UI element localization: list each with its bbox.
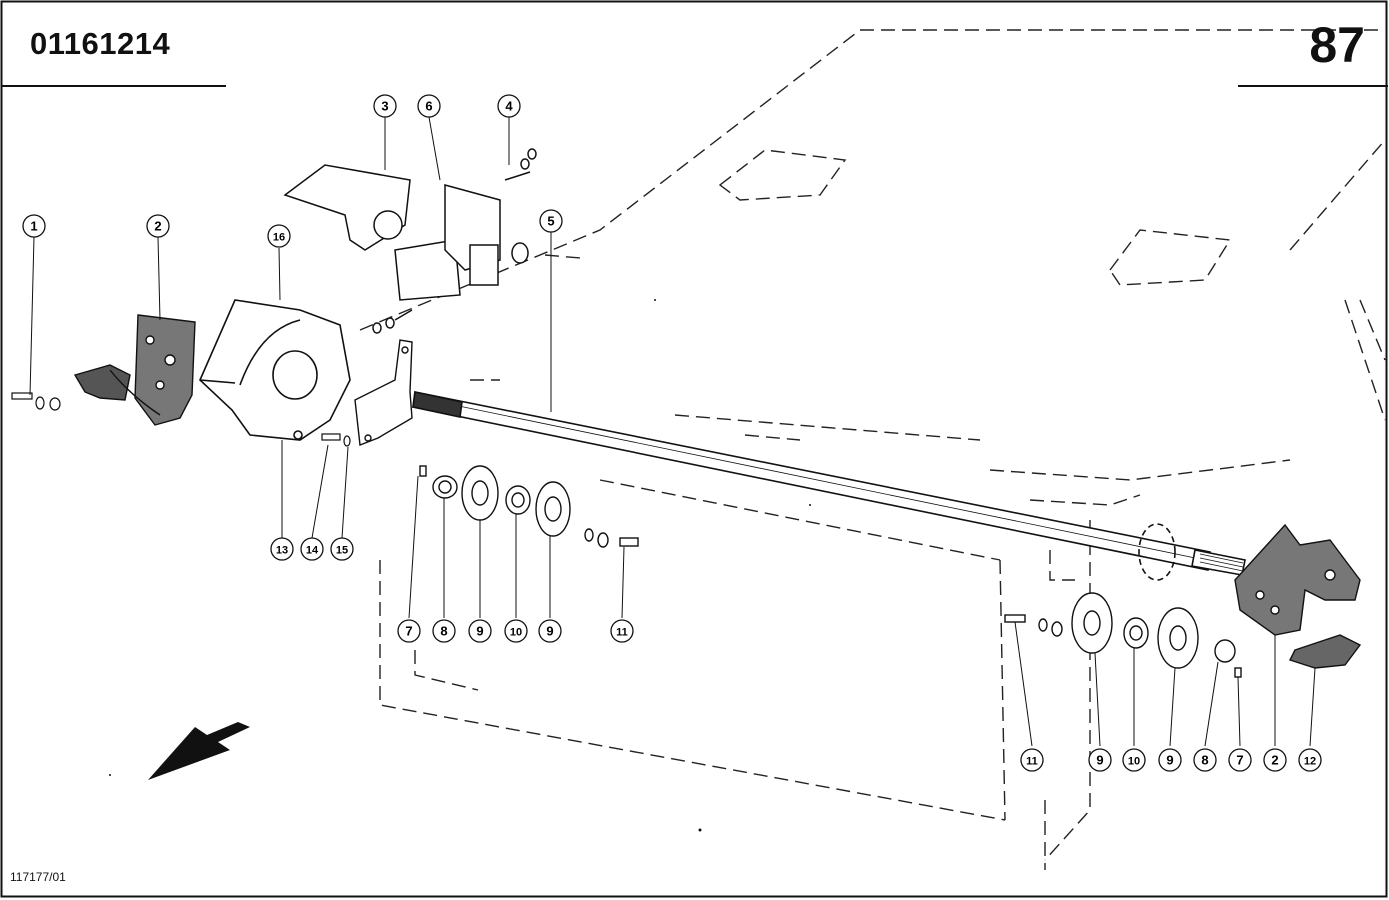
callout-bubble: 9 bbox=[1158, 748, 1182, 772]
machine-body-outline bbox=[359, 29, 1386, 870]
part-number: 01161214 bbox=[30, 26, 171, 61]
callout-label: 11 bbox=[616, 627, 628, 639]
callout-bubble: 16 bbox=[267, 224, 291, 248]
callout-bubble: 2 bbox=[1263, 748, 1287, 772]
callout-bubble: 7 bbox=[1228, 748, 1252, 772]
callout-bubble: 11 bbox=[1020, 748, 1044, 772]
callout-bubble: 9 bbox=[468, 619, 492, 643]
callout-label: 9 bbox=[476, 624, 483, 639]
drawing-number: 117177/01 bbox=[10, 870, 66, 884]
callout-label: 16 bbox=[273, 232, 285, 244]
callout-bubble: 7 bbox=[397, 619, 421, 643]
callout-label: 7 bbox=[405, 624, 412, 639]
mounting-plate bbox=[354, 339, 413, 446]
callout-bubble: 10 bbox=[1122, 748, 1146, 772]
callout-leaders bbox=[29, 116, 1316, 747]
callout-label: 7 bbox=[1236, 753, 1243, 768]
upper-bracket bbox=[283, 148, 537, 334]
callout-bubble: 6 bbox=[417, 94, 441, 118]
left-knife-blade bbox=[73, 314, 196, 426]
callout-bubble: 13 bbox=[270, 537, 294, 561]
callout-label: 3 bbox=[381, 99, 388, 114]
bolt-nut-set-1 bbox=[11, 392, 61, 411]
callout-label: 11 bbox=[1026, 756, 1038, 768]
callout-label: 10 bbox=[1128, 756, 1140, 768]
callout-bubble: 2 bbox=[146, 214, 170, 238]
callout-label: 9 bbox=[1166, 753, 1173, 768]
right-knife-blade bbox=[1234, 523, 1362, 669]
gearbox-housing bbox=[199, 299, 351, 441]
callout-bubble: 8 bbox=[1193, 748, 1217, 772]
callout-bubble: 1 bbox=[22, 214, 46, 238]
callout-label: 2 bbox=[1271, 753, 1278, 768]
callout-bubble: 4 bbox=[497, 94, 521, 118]
callout-label: 1 bbox=[30, 219, 37, 234]
callout-label: 14 bbox=[306, 545, 319, 557]
callout-bubble: 14 bbox=[300, 537, 324, 561]
callout-label: 6 bbox=[425, 99, 432, 114]
drive-shaft bbox=[412, 391, 1246, 581]
callout-bubble: 15 bbox=[330, 537, 354, 561]
callout-label: 10 bbox=[510, 627, 522, 639]
callout-bubble: 8 bbox=[432, 619, 456, 643]
callout-label: 4 bbox=[505, 99, 513, 114]
callout-label: 2 bbox=[154, 219, 161, 234]
callout-label: 5 bbox=[547, 214, 554, 229]
callout-bubble: 5 bbox=[539, 209, 563, 233]
page-number: 87 bbox=[1309, 17, 1365, 73]
callout-label: 8 bbox=[440, 624, 447, 639]
callout-bubble: 12 bbox=[1298, 748, 1322, 772]
callout-bubble: 9 bbox=[538, 619, 562, 643]
callout-bubble: 11 bbox=[610, 619, 634, 643]
callout-label: 15 bbox=[336, 545, 348, 557]
direction-arrow bbox=[148, 722, 250, 780]
bearing-row-right bbox=[1004, 592, 1242, 678]
callout-label: 9 bbox=[1096, 753, 1103, 768]
callout-bubble: 3 bbox=[373, 94, 397, 118]
callout-bubble: 9 bbox=[1088, 748, 1112, 772]
callout-label: 12 bbox=[1304, 756, 1316, 768]
bolt-14-15 bbox=[321, 433, 351, 447]
callout-label: 13 bbox=[276, 545, 288, 557]
callout-label: 9 bbox=[546, 624, 553, 639]
callout-bubble: 10 bbox=[504, 619, 528, 643]
bearing-row-left bbox=[419, 465, 639, 548]
callout-label: 8 bbox=[1201, 753, 1208, 768]
